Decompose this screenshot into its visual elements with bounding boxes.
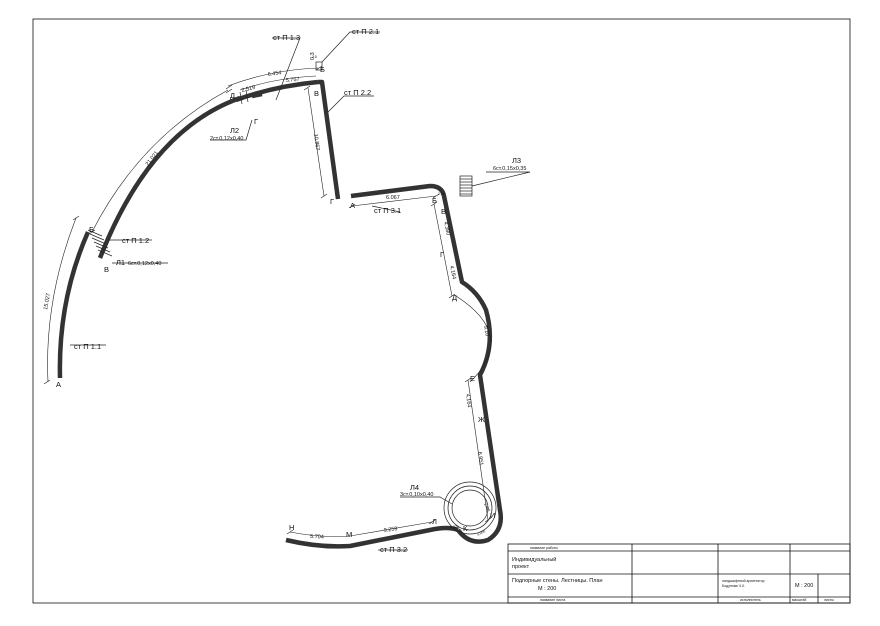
point-v4: В [441, 207, 446, 216]
point-g2: Г [330, 197, 334, 206]
tb-scale-big: М : 200 [795, 583, 813, 589]
point-a: А [56, 380, 61, 389]
drawing-frame [32, 18, 851, 604]
tb-project-line2: проект [512, 564, 530, 570]
label-l4: Л4 [410, 483, 419, 492]
dim-text-5: 5.757 [286, 77, 300, 84]
dim-text-4: 6.454 [267, 70, 281, 78]
point-n4: Н [289, 523, 294, 532]
label-st-p13: ст П 1.3 [273, 33, 300, 42]
tb-architect-line1: ландшафтный архитектор [722, 579, 765, 583]
point-d1: Д [230, 91, 235, 100]
dim-text-17: 1.076 [450, 525, 459, 529]
wall-p32 [285, 525, 459, 549]
tb-architect-line2: Бодунова Ч.Х. [722, 584, 745, 588]
dim-text-12: 9.10 [482, 325, 490, 337]
dim-line-13 [467, 379, 489, 521]
point-zh4: Ж [478, 415, 485, 424]
dim-line-2 [91, 89, 229, 233]
point-k4: К [463, 524, 468, 533]
wall-p12 [97, 95, 241, 259]
label-st-p31: ст П 3.1 [374, 206, 401, 215]
dim-ticks [43, 65, 492, 535]
label-l1-spec: 6ст.0,12х0,40 [128, 261, 161, 267]
point-m4: М [346, 530, 352, 539]
point-b2: В [314, 89, 319, 98]
tb-work-name-header: название работы [530, 546, 558, 550]
point-g1: Г [254, 117, 258, 126]
stair-l4-circle [443, 481, 497, 535]
point-b1: В [104, 265, 109, 274]
dim-line-10 [433, 203, 453, 297]
label-st-p32: ст П 3.2 [380, 545, 407, 554]
dim-text-3: 2.519 [241, 85, 256, 94]
dim-text-11: 4.164 [448, 265, 457, 280]
tb-sheet-title: Подпорные стены. Лестницы. План [512, 578, 603, 584]
wall-p31 [350, 183, 503, 544]
stair-l3 [459, 175, 473, 197]
dim-line-7 [307, 87, 325, 197]
point-i4: И [490, 511, 495, 520]
tb-executor-label: исполнитель [740, 598, 761, 602]
point-a2: А [350, 201, 355, 210]
stair-l4-circle-core [451, 489, 489, 527]
wall-p11 [57, 231, 91, 379]
tb-sheet-name-label: название листа [540, 598, 565, 602]
label-l2: Л2 [230, 126, 239, 135]
dim-text-18: 9.259 [383, 526, 397, 534]
stair-l4-circle-inner [447, 485, 493, 531]
dim-line-18 [289, 521, 433, 537]
point-d4: Д [452, 293, 457, 302]
label-st-p22: ст П 2.2 [344, 88, 371, 97]
dim-text-7: 10.867 [312, 133, 320, 150]
tb-sheet-label: листы [824, 598, 834, 602]
point-g4: Г [440, 250, 444, 259]
label-l1: Л1 [116, 258, 125, 267]
label-st-p11: ст П 1.1 [74, 342, 101, 351]
dim-text-20: 2.5 [312, 55, 317, 59]
label-st-p12: ст П 1.2 [122, 236, 149, 245]
wall-p13 [235, 79, 319, 103]
label-l3-spec: 6ст.0,15х0,35 [493, 166, 526, 172]
dim-text-10: 4.380 [442, 221, 451, 236]
stair-l2 [239, 89, 249, 105]
point-b3: Б [320, 65, 325, 74]
stair-l1 [87, 229, 113, 257]
dim-text-14: 6.951 [476, 451, 484, 465]
label-l4-spec: 3ст.0,10х0,40 [400, 492, 433, 498]
dim-text-15: 2.488 [483, 503, 491, 513]
dim-text-13: 4.164 [464, 393, 472, 407]
point-e1: Б [89, 225, 94, 234]
dim-line-1 [47, 217, 77, 383]
title-block [507, 543, 851, 604]
dim-line-4 [239, 75, 317, 91]
dim-line-8 [351, 195, 437, 207]
dim-line-12 [455, 295, 492, 383]
dim-text-9: 2.06 [438, 192, 445, 196]
wall-p21-block [315, 61, 323, 71]
wall-p22 [318, 79, 341, 200]
dim-text-19: 5.704 [310, 534, 324, 540]
dim-text-8: 6.067 [386, 195, 400, 201]
dim-text-1: 15.027 [43, 293, 52, 311]
wall-l2-end [251, 91, 263, 99]
dim-line-3 [227, 67, 319, 87]
point-e4: Е [470, 374, 475, 383]
label-st-p21: ст П 2.1 [352, 27, 379, 36]
dim-text-16: 4.956 [477, 529, 487, 537]
tb-scale-label: масштаб [792, 598, 806, 602]
point-l4: Л [432, 517, 437, 526]
tb-project-line1: Индивидуальный [512, 556, 556, 563]
point-b4: Б [432, 196, 437, 205]
tb-scale-small: М : 200 [538, 586, 556, 592]
leader-lines [70, 31, 531, 551]
dim-text-6: 0.3 [310, 52, 316, 60]
label-l2-spec: 2ст.0,12х0,40 [210, 136, 243, 142]
label-l3: Л3 [512, 156, 521, 165]
